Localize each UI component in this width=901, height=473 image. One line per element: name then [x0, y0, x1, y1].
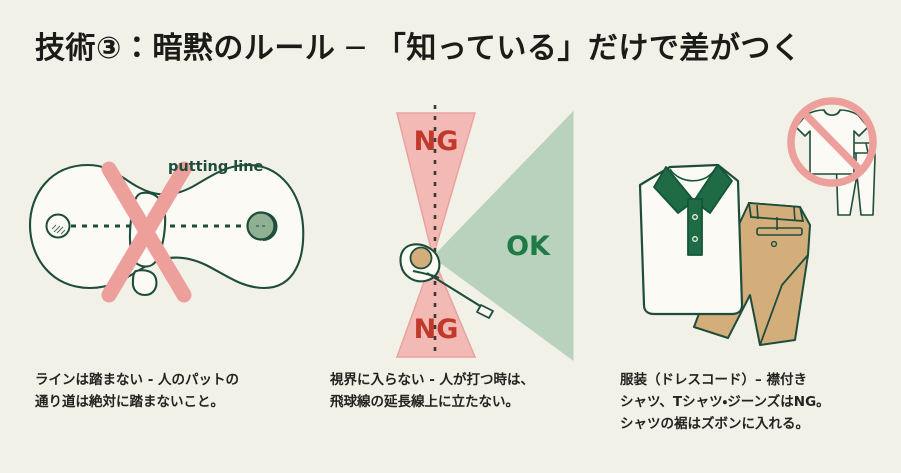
golf-club — [426, 272, 486, 310]
ok-zone-triangle — [432, 110, 574, 361]
ok-label: OK — [506, 231, 551, 262]
caption-putting-line: ラインは踏まない - 人のパットの 通り道は絶対に踏まないこと。 — [35, 372, 240, 410]
panel-putting-line: putting line — [20, 95, 310, 360]
club-head — [476, 304, 494, 319]
ng-label-top: NG — [414, 126, 459, 157]
golfer-head — [409, 246, 433, 270]
prohibition-cross-icon — [101, 161, 192, 303]
collar-right — [693, 164, 733, 214]
polo-button-bottom — [692, 236, 698, 242]
illustration-ng-ok-zones: NG NG OK — [315, 95, 605, 361]
putting-line-label: putting line — [168, 159, 264, 175]
hole-cup — [246, 211, 278, 241]
page-title: 技術③：暗黙のルール ─ 「知っている」だけで差がつく — [35, 31, 802, 66]
collar-left — [653, 166, 695, 214]
panel-dress-code — [610, 95, 900, 360]
illustration-dress-code — [610, 95, 900, 360]
illustration-putting-green: putting line — [20, 95, 310, 360]
panel-line-of-fire: NG NG OK — [315, 95, 605, 361]
caption-line-of-fire: 視界に入らない - 人が打つ時は、 飛球線の延長線上に立たない。 — [330, 372, 535, 410]
ng-label-bottom: NG — [414, 314, 459, 345]
caption-dress-code: 服装（ドレスコード）– 襟付き シャツ、Tシャツ・ジーンズはNG。 シャツの裾は… — [620, 372, 830, 432]
prohibited-outfit-group — [787, 97, 877, 216]
no-entry-icon — [787, 97, 877, 187]
green-outline — [28, 163, 305, 290]
golfer-figure — [399, 243, 494, 319]
polo-button-top — [692, 214, 698, 220]
golf-ball — [45, 213, 71, 239]
polo-shirt-icon — [638, 163, 744, 316]
placket — [687, 198, 703, 256]
